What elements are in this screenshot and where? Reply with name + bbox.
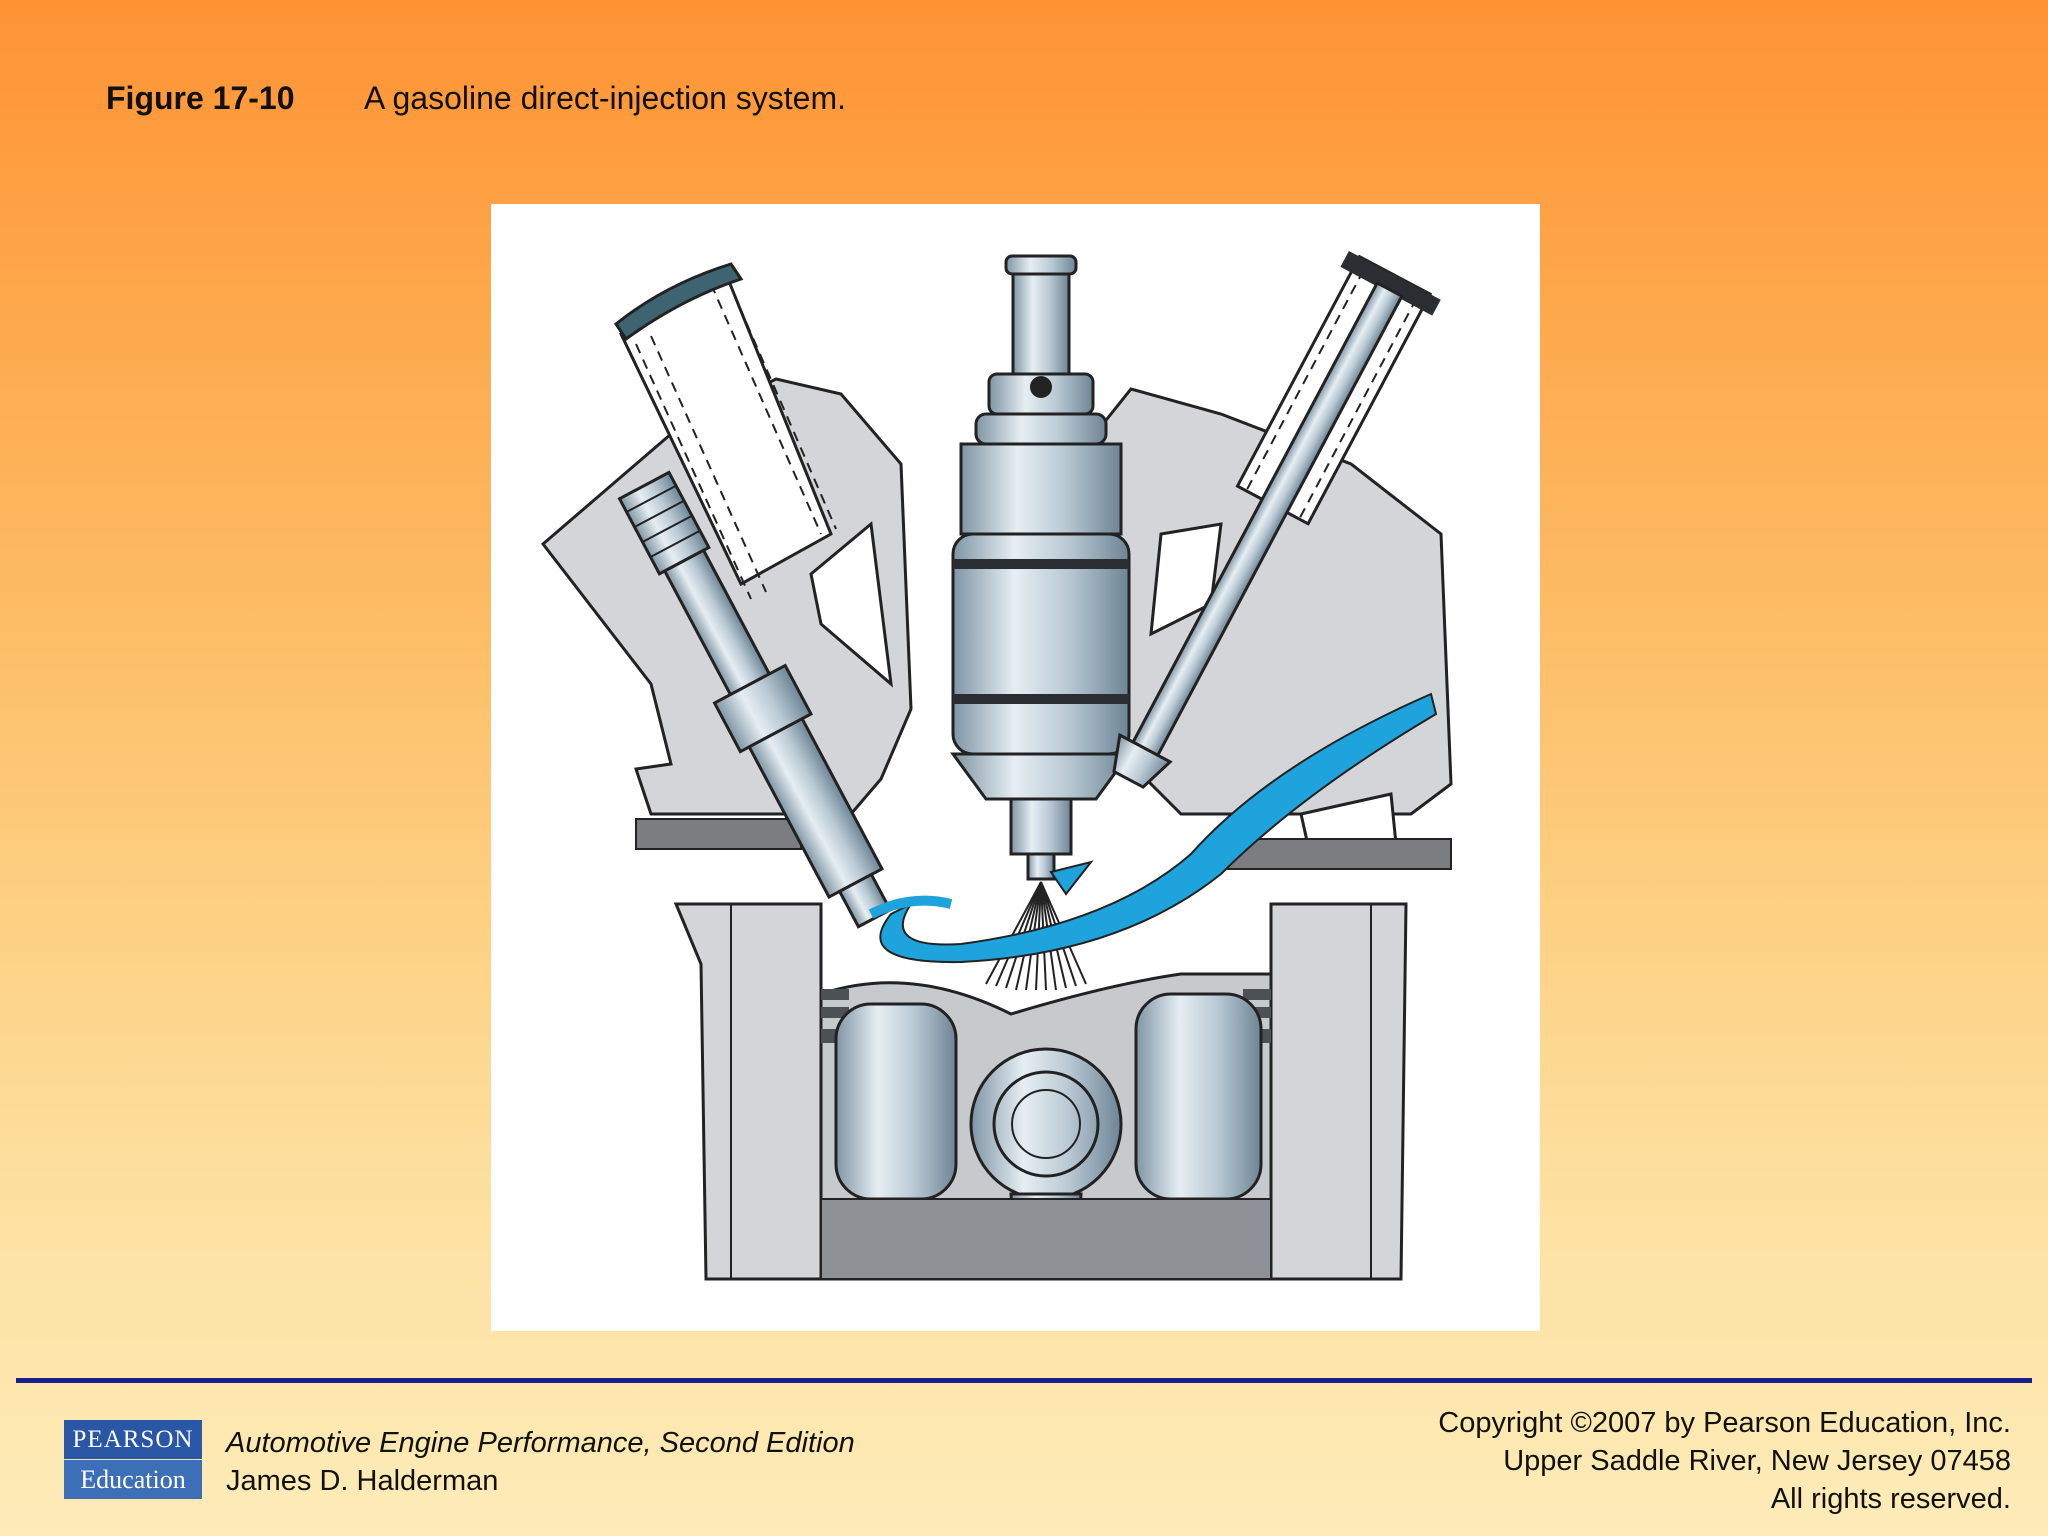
cylinder-wall-left: [673, 902, 823, 1281]
valve-assembly: [1112, 250, 1441, 789]
copyright-line-3: All rights reserved.: [1770, 1483, 2011, 1515]
airflow-arrowhead: [1049, 860, 1094, 896]
piston-boss-left: [834, 1002, 958, 1201]
coolant-passage-left: [809, 521, 893, 688]
spark-plug: [617, 470, 893, 929]
piston-boss-right: [1134, 992, 1263, 1201]
figure-caption: Figure 17-10 A gasoline direct-injection …: [106, 80, 846, 117]
pearson-logo: PEARSON Education: [64, 1420, 202, 1499]
head-deck-left: [635, 818, 802, 850]
logo-top-text: PEARSON: [64, 1420, 202, 1459]
fuel-injector: [950, 254, 1132, 881]
book-title: Automotive Engine Performance, Second Ed…: [226, 1427, 855, 1459]
copyright-line-2: Upper Saddle River, New Jersey 07458: [1503, 1445, 2011, 1477]
airflow-arrow: [879, 692, 1438, 964]
figure-caption-text: A gasoline direct-injection system.: [364, 80, 846, 116]
airflow-swirl: [868, 895, 953, 919]
cylinder-wall-right: [1269, 902, 1408, 1281]
head-deck-right: [1220, 838, 1452, 870]
book-info: Automotive Engine Performance, Second Ed…: [226, 1424, 855, 1500]
footer-divider: [16, 1378, 2032, 1383]
crank-area: [820, 1198, 1272, 1280]
book-author: James D. Halderman: [226, 1465, 499, 1497]
direct-injection-illustration: [491, 204, 1540, 1331]
spark-plug-boot: [613, 262, 744, 342]
figure-number: Figure 17-10: [106, 80, 295, 116]
logo-bottom-text: Education: [64, 1460, 202, 1499]
copyright-notice: Copyright ©2007 by Pearson Education, In…: [1438, 1404, 2011, 1518]
copyright-line-1: Copyright ©2007 by Pearson Education, In…: [1438, 1407, 2011, 1439]
